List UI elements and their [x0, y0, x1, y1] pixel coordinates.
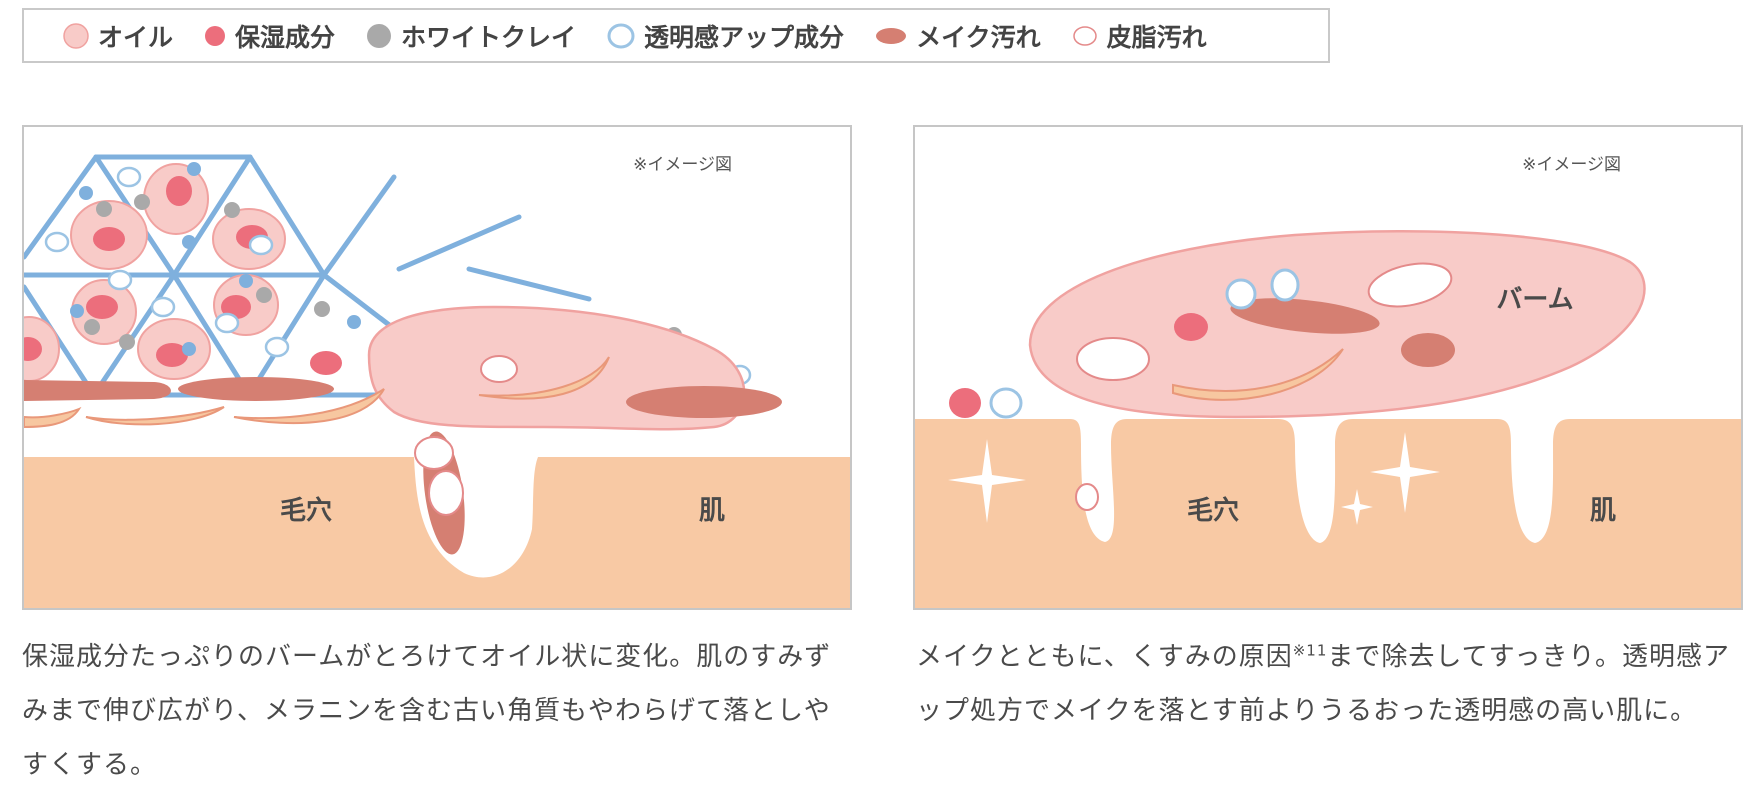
clarity-ingredient-icon: [607, 23, 635, 48]
white-clay-particles: [84, 194, 682, 350]
makeup-dirt: [1230, 298, 1455, 367]
legend-label: ホワイトクレイ: [401, 22, 577, 52]
oil-icon: [63, 22, 89, 49]
left-diagram-panel: ※イメージ図 毛穴 肌: [22, 125, 852, 610]
sebum-dirt-icon: [1072, 25, 1097, 46]
left-caption: 保湿成分たっぷりのバームがとろけてオイル状に変化。肌のすみずみまで伸び広がり、メ…: [22, 642, 832, 780]
sebum-in-oil: [480, 355, 518, 383]
legend-item-white-clay: ホワイトクレイ: [365, 18, 576, 54]
skin-surface: [915, 419, 1741, 608]
legend-label: メイク汚れ: [916, 22, 1041, 52]
skin-surface: [24, 457, 850, 608]
skin-label: 肌: [1590, 496, 1616, 526]
moisturizer-particles: [949, 313, 1208, 418]
right-diagram-panel: ※イメージ図 バーム 毛穴 肌: [913, 125, 1743, 610]
white-clay-icon: [367, 23, 392, 48]
clarity-particles: [989, 268, 1300, 419]
right-diagram: ※イメージ図 バーム 毛穴 肌: [915, 155, 1741, 608]
image-note: ※イメージ図: [1522, 155, 1621, 175]
balm-lattice: [24, 154, 592, 398]
legend-label: 保湿成分: [235, 22, 336, 52]
legend-label: 透明感アップ成分: [644, 22, 845, 52]
legend-item-sebum: 皮脂汚れ: [1071, 18, 1207, 54]
balm-label: バーム: [1496, 285, 1573, 315]
caption-text: メイクとともに、くすみの原因: [916, 642, 1293, 672]
sebum-in-balm: [1076, 262, 1453, 381]
legend-item-oil: オイル: [62, 18, 173, 54]
legend-item-clarity: 透明感アップ成分: [606, 18, 844, 54]
legend-item-makeup: メイク汚れ: [874, 18, 1041, 54]
sparkle-icons: [948, 432, 1440, 525]
sebum-in-pore: [1075, 483, 1099, 511]
footnote-mark: ※11: [1292, 641, 1328, 660]
legend-label: オイル: [98, 22, 174, 52]
skin-label: 肌: [699, 496, 725, 526]
sebum-in-pore: [414, 436, 464, 516]
caption-text: まで除去してすっきり。透明感アップ処方でメイクを落とす前よりうるおった透明感の高…: [916, 642, 1731, 726]
pore-label: 毛穴: [280, 496, 332, 526]
legend-item-moisturizer: 保湿成分: [203, 18, 335, 54]
makeup-dirt-icon: [876, 27, 907, 44]
pore-label: 毛穴: [1187, 496, 1239, 526]
lattice-dots: [70, 162, 361, 356]
skin-flakes: [24, 356, 610, 429]
left-diagram: ※イメージ図 毛穴 肌: [24, 154, 850, 608]
legend: オイル 保湿成分 ホワイトクレイ 透明感アップ成分 メイク汚れ 皮脂汚れ: [22, 8, 1330, 63]
legend-label: 皮脂汚れ: [1106, 22, 1207, 52]
skin-flake: [1172, 348, 1344, 401]
image-note: ※イメージ図: [633, 155, 732, 175]
right-caption: メイクとともに、くすみの原因※11まで除去してすっきり。透明感アップ処方でメイク…: [916, 630, 1746, 738]
moisturizer-icon: [205, 25, 226, 46]
